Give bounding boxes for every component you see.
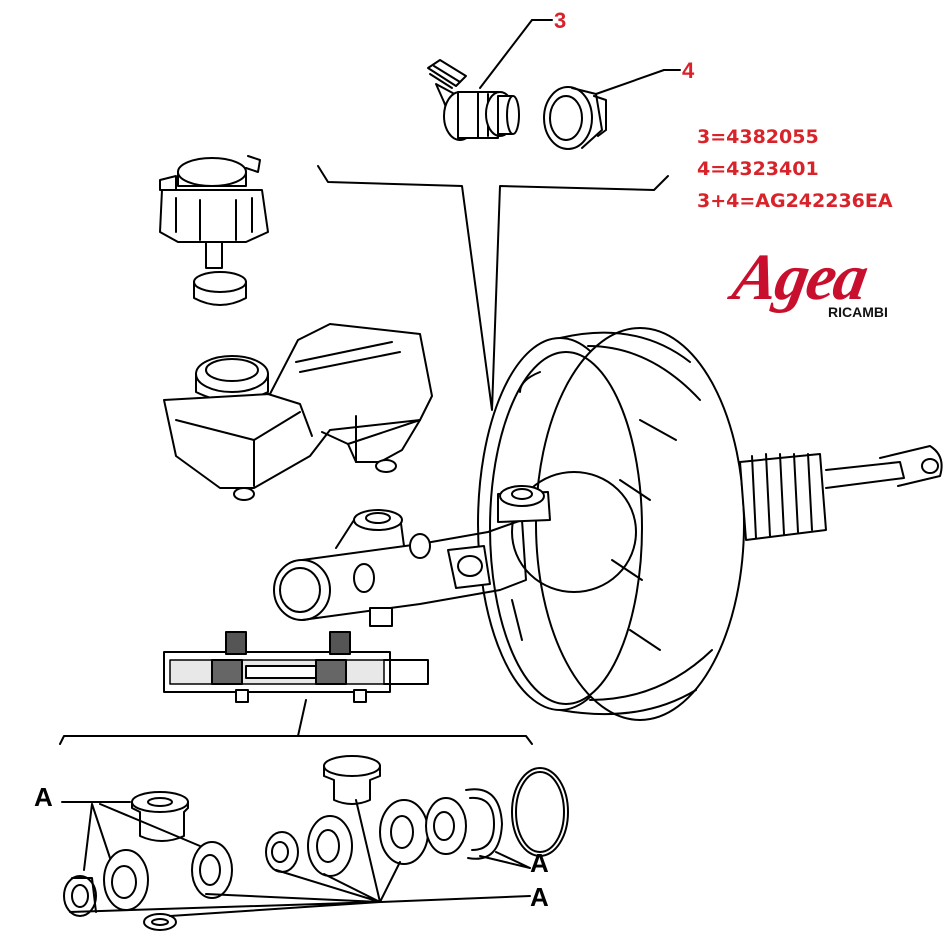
callout-4: 4 [682, 58, 695, 83]
part-4-grommet [543, 69, 681, 150]
code-line-1: 3=4382055 [697, 126, 819, 148]
brake-booster [477, 327, 943, 721]
parts-pointer-bracket [317, 165, 669, 411]
master-cylinder [273, 485, 551, 627]
callout-3: 3 [554, 8, 567, 33]
seal-kit-parts [61, 755, 569, 931]
reservoir-cap [159, 155, 269, 306]
code-line-3: 3+4=AG242236EA [697, 190, 893, 212]
logo-subtitle: RICAMBI [828, 304, 888, 320]
code-line-2: 4=4323401 [697, 158, 819, 180]
part-codes: 3=4382055 4=4323401 3+4=AG242236EA [697, 121, 893, 217]
agea-logo: Agea RICAMBI [728, 240, 904, 335]
seal-label-right-upper: A [530, 848, 549, 878]
seal-label-left: A [34, 782, 53, 812]
seal-label-right-lower: A [530, 882, 549, 912]
part-3-elbow-connector [427, 19, 553, 141]
fluid-reservoir [163, 323, 433, 501]
master-cylinder-cross-section [59, 631, 533, 745]
